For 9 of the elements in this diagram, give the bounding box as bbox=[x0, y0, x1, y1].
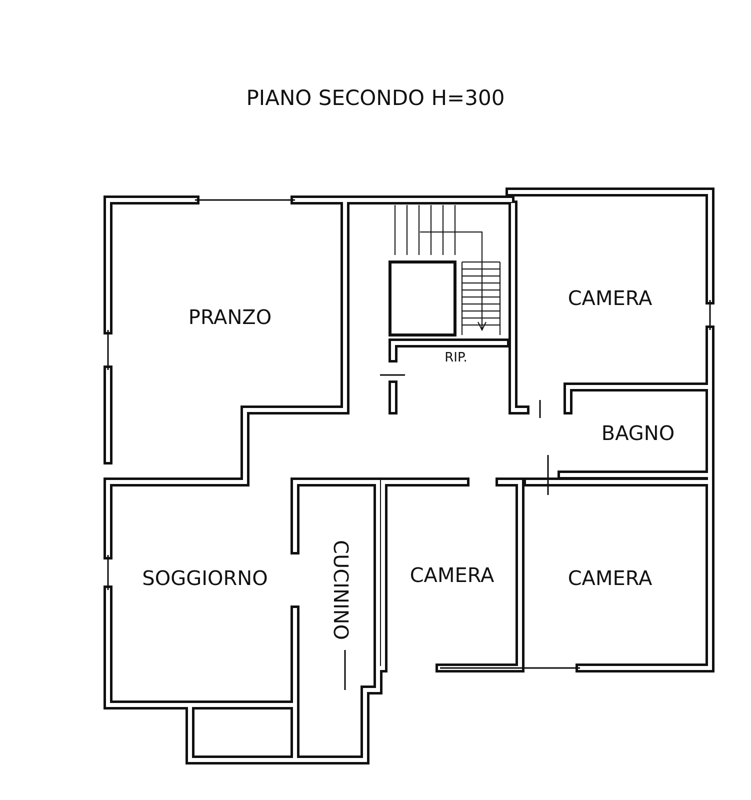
plan-title: PIANO SECONDO H=300 bbox=[245, 86, 506, 110]
room-label: CUCININO bbox=[329, 540, 353, 640]
room-label: BAGNO bbox=[601, 421, 675, 445]
room-label: PRANZO bbox=[188, 305, 272, 329]
room-label: CAMERA bbox=[410, 563, 494, 587]
room-label: RIP. bbox=[444, 350, 468, 366]
room-label: CAMERA bbox=[568, 286, 652, 310]
room-label: SOGGIORNO bbox=[142, 566, 268, 590]
room-label: CAMERA bbox=[568, 566, 652, 590]
